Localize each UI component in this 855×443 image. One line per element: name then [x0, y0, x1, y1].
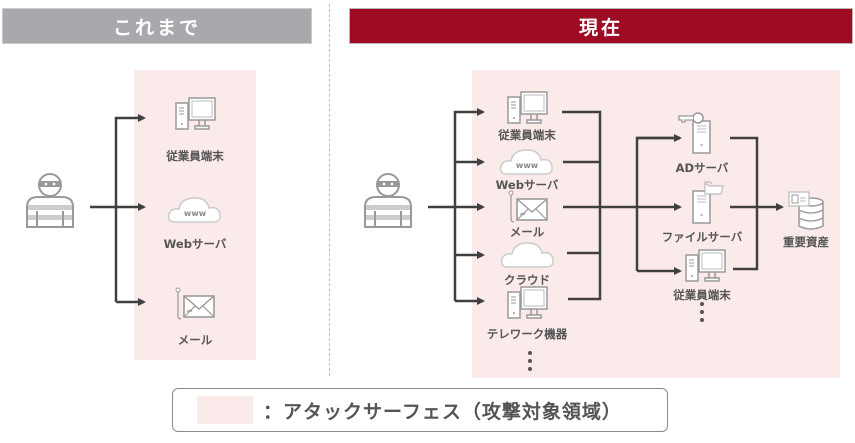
attacker-icon — [364, 173, 412, 228]
header-before-title: これまで — [112, 16, 201, 39]
arrow-to-employee-pc — [114, 114, 146, 302]
section-divider — [329, 4, 330, 376]
server-icon — [692, 190, 711, 224]
merge-bracket — [562, 110, 602, 301]
legend-text: ：アタックサーフェス（攻撃対象領域） — [263, 400, 622, 423]
server-icon — [692, 120, 711, 154]
legend-swatch-attack-surface — [197, 396, 253, 424]
database-id-icon — [788, 191, 824, 230]
www-cloud-icon — [499, 149, 553, 175]
asset-label: 重要資産 — [783, 235, 829, 249]
internal-branch — [635, 136, 680, 271]
target-label-employee-pc: 従業員端末 — [166, 149, 224, 163]
arrow-to-employee-pc — [453, 108, 485, 301]
desktop-pc-icon — [685, 249, 726, 282]
www-cloud-icon — [167, 197, 221, 223]
entry-label-mail: メール — [509, 225, 545, 239]
internal-label-ad-server: ADサーバ — [675, 161, 729, 175]
header-before: これまで — [2, 8, 312, 44]
asset-bracket — [730, 136, 759, 271]
key-icon — [678, 112, 704, 124]
now-entry-connectors — [428, 108, 485, 305]
entry-label-web-server: Webサーバ — [495, 178, 559, 192]
desktop-pc-icon — [507, 286, 548, 319]
desktop-pc-icon — [507, 91, 548, 124]
attacker-icon — [26, 173, 74, 228]
before-connectors — [90, 114, 146, 306]
target-label-web-server: Webサーバ — [163, 237, 227, 251]
legend: ：アタックサーフェス（攻撃対象領域） — [172, 388, 668, 432]
more-entry-points-ellipsis — [528, 351, 532, 371]
internal-label-file-server: ファイルサーバ — [661, 230, 743, 244]
entry-label-employee-pc: 従業員端末 — [498, 128, 556, 142]
entry-label-cloud: クラウド — [504, 273, 550, 287]
target-label-mail: メール — [177, 333, 213, 347]
header-now: 現在 — [349, 8, 853, 44]
desktop-pc-icon — [175, 97, 216, 130]
cloud-icon — [500, 242, 554, 268]
entry-label-telework-device: テレワーク機器 — [486, 327, 568, 341]
now-merge-connectors — [562, 110, 784, 301]
phishing-mail-icon — [508, 190, 548, 223]
more-internal-ellipsis — [700, 302, 704, 322]
phishing-mail-icon — [175, 287, 215, 320]
header-now-title: 現在 — [578, 16, 623, 39]
folder-icon — [704, 181, 724, 195]
internal-label-employee-pc: 従業員端末 — [673, 288, 731, 302]
